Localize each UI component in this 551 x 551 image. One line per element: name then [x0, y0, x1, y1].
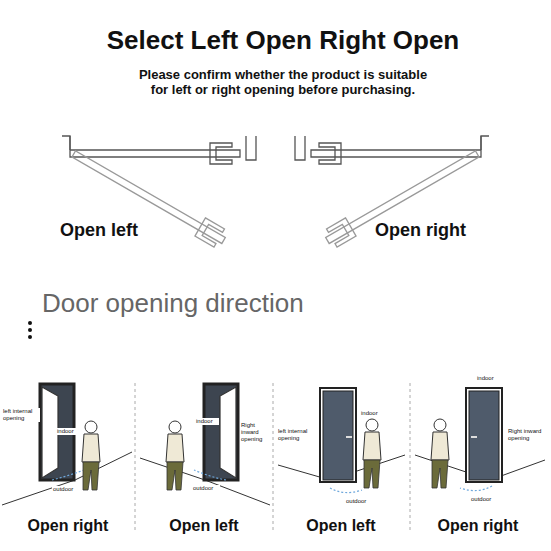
subtitle-note: Please confirm whether the product is su… [93, 68, 473, 98]
bullet-dots [28, 321, 32, 339]
side-label: indoor [476, 375, 500, 382]
page-title: Select Left Open Right Open [23, 26, 543, 56]
caption-label: Open right [6, 517, 130, 535]
option-label: Open right [375, 220, 505, 241]
door-note: left internal opening [277, 428, 317, 442]
option-label: Open left [60, 220, 180, 241]
caption-label: Open left [279, 517, 403, 535]
caption-label: Open right [416, 517, 540, 535]
door-scene-1 [2, 384, 132, 505]
side-label: outdoor [470, 496, 498, 503]
door-scene-3 [278, 388, 405, 493]
panel-divider [135, 383, 410, 530]
door-note: Right inward opening [507, 428, 547, 442]
side-label: outdoor [192, 485, 220, 492]
door-scene-2 [140, 384, 270, 505]
side-label: indoor [56, 428, 80, 435]
door-note: Right inward opening [240, 422, 272, 443]
caption-label: Open left [142, 517, 266, 535]
side-label: outdoor [345, 498, 373, 505]
door-note: left internal opening [2, 408, 40, 422]
side-label: indoor [360, 410, 384, 417]
side-label: outdoor [52, 486, 80, 493]
section-heading: Door opening direction [42, 289, 442, 319]
side-label: indoor [195, 418, 219, 425]
